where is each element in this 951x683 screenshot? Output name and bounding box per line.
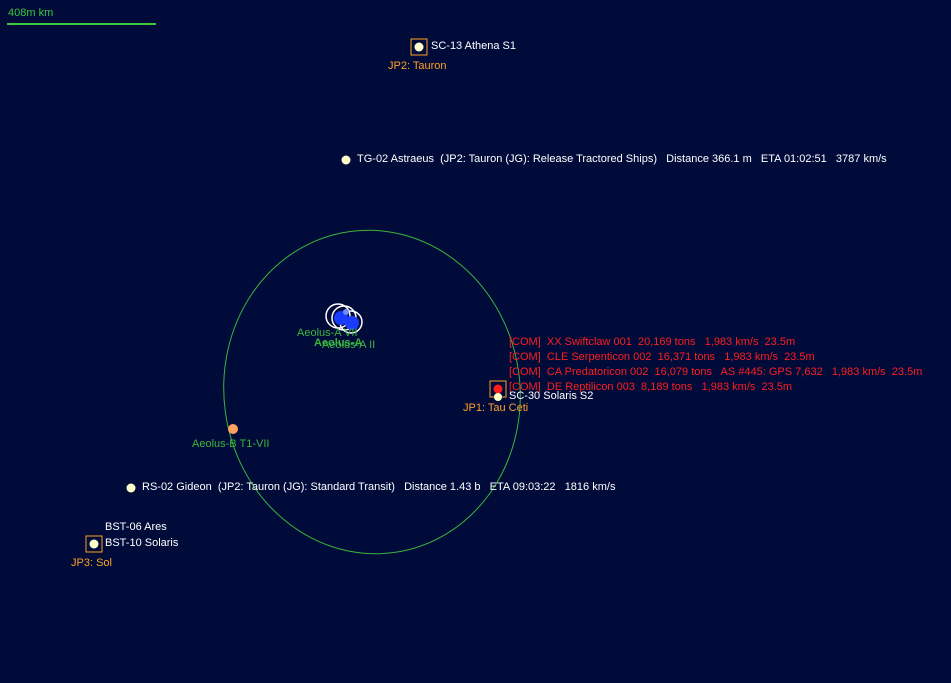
planet-label: Aeolus-A II <box>322 339 376 351</box>
jump-point-jp1-label[interactable]: JP1: Tau Ceti <box>463 402 529 414</box>
station-bst06-label[interactable]: BST-06 Ares <box>105 521 167 533</box>
fleet-gideon-label[interactable]: RS-02 Gideon (JP2: Tauron (JG): Standard… <box>142 481 616 493</box>
jump-point-jp2-marker[interactable] <box>410 38 428 56</box>
outer-planet[interactable] <box>228 424 238 434</box>
fleet-astraeus-label[interactable]: TG-02 Astraeus (JP2: Tauron (JG): Releas… <box>357 153 887 165</box>
scale-label: 408m km <box>8 7 54 19</box>
planet-label: Aeolus-A VII <box>297 327 358 339</box>
fleet-gideon-icon[interactable] <box>126 483 136 493</box>
jump-point-jp3-marker[interactable] <box>85 535 103 553</box>
station-solaris-s2-label[interactable]: SC-30 Solaris S2 <box>509 390 594 402</box>
moon[interactable] <box>343 309 349 315</box>
station-bst10-icon[interactable] <box>89 539 99 549</box>
planet[interactable] <box>345 316 359 330</box>
outer-planet-label: Aeolus-B T1-VII <box>192 438 270 450</box>
station-bst10-label[interactable]: BST-10 Solaris <box>105 537 179 549</box>
contact-row[interactable]: [COM] CA Predatoricon 002 16,079 tons AS… <box>509 366 923 378</box>
jump-point-jp3-label[interactable]: JP3: Sol <box>71 557 112 569</box>
hostile-contact-icon[interactable] <box>493 384 503 394</box>
station-athena-label[interactable]: SC-13 Athena S1 <box>431 40 517 52</box>
fleet-astraeus-icon[interactable] <box>341 155 351 165</box>
planet-cluster[interactable] <box>325 303 363 334</box>
contact-row[interactable]: [COM] XX Swiftclaw 001 20,169 tons 1,983… <box>509 336 796 348</box>
planet-label: Aeolus-A <box>314 337 363 349</box>
contact-row[interactable]: [COM] CLE Serpenticon 002 16,371 tons 1,… <box>509 351 815 363</box>
station-solaris-s2-icon[interactable] <box>494 393 502 401</box>
contact-row[interactable]: [COM] DE Reptilicon 003 8,189 tons 1,983… <box>509 381 793 393</box>
station-athena-icon[interactable] <box>414 42 424 52</box>
jump-point-jp2-label[interactable]: JP2: Tauron <box>388 60 447 72</box>
orbit-ring <box>223 229 521 555</box>
